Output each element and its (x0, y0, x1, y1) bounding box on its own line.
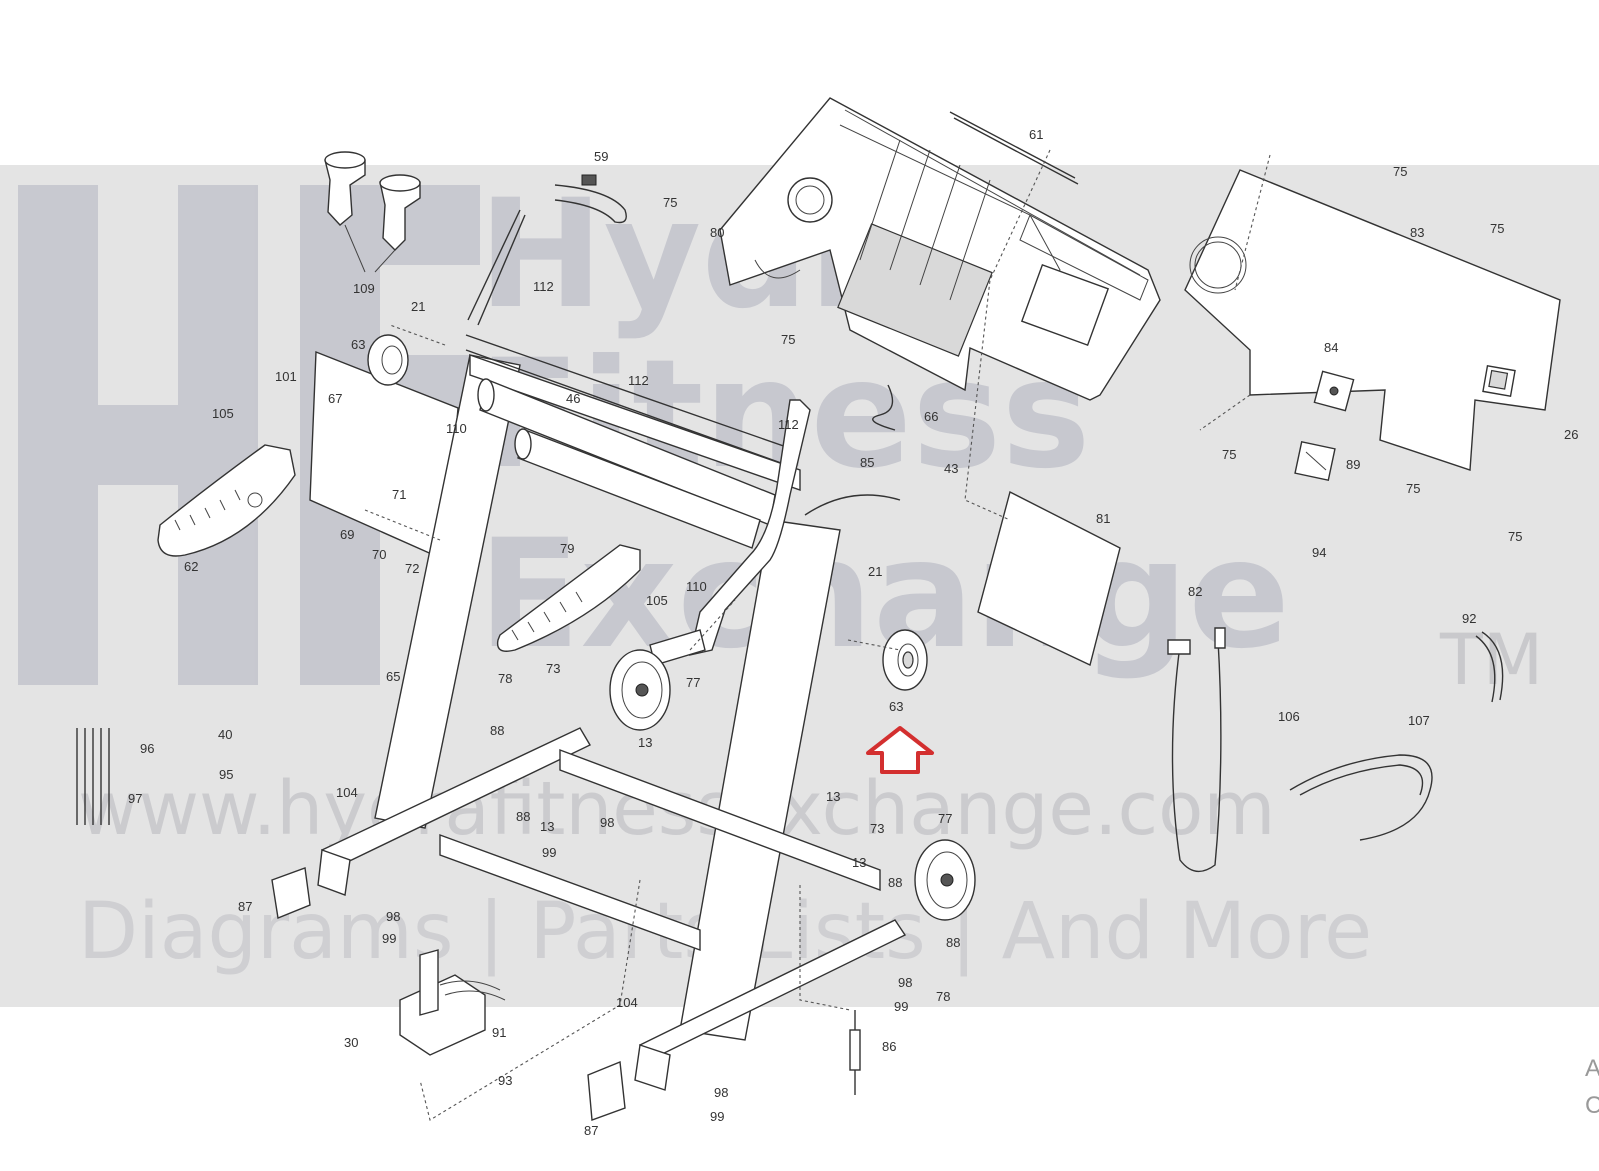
part-label: 88 (946, 935, 961, 950)
part-label: 72 (405, 561, 420, 576)
part-label: 77 (938, 811, 953, 826)
console-assembly (719, 97, 1161, 401)
watermark-trademark: TM (1440, 619, 1544, 701)
part-label: 75 (1393, 164, 1408, 179)
leader-lines (364, 149, 1271, 1121)
frame-uprights (374, 209, 841, 1041)
part-label: 112 (533, 279, 554, 294)
part-label: 13 (540, 819, 555, 834)
part-label: 75 (1222, 447, 1237, 462)
part-label: 99 (382, 931, 397, 946)
part-label: 21 (868, 564, 883, 579)
part-label: 87 (584, 1123, 599, 1138)
base-frame (317, 727, 907, 1091)
part-label: 98 (600, 815, 615, 830)
part-label: 98 (898, 975, 913, 990)
part-label: 75 (1490, 221, 1505, 236)
part-label: 104 (336, 785, 358, 800)
part-label: 104 (616, 995, 638, 1010)
part-label: 62 (184, 559, 199, 574)
part-label: 46 (566, 391, 581, 406)
part-label: 84 (1324, 340, 1339, 355)
corner-text-bottom: C (1585, 1092, 1599, 1119)
part-label: 77 (686, 675, 701, 690)
part-label: 75 (781, 332, 796, 347)
part-label: 109 (353, 281, 375, 296)
part-label: 70 (372, 547, 387, 562)
part-label: 81 (1096, 511, 1111, 526)
part-label: 43 (944, 461, 959, 476)
part-label: 63 (351, 337, 366, 352)
part-label: 95 (219, 767, 234, 782)
part-label: 94 (1312, 545, 1327, 560)
part-label: 105 (646, 593, 668, 608)
part-label: 99 (710, 1109, 725, 1124)
part-label: 88 (888, 875, 903, 890)
part-label: 86 (882, 1039, 897, 1054)
part-label: 112 (628, 373, 649, 388)
corner-text-top: A (1585, 1055, 1599, 1082)
part-label: 96 (140, 741, 155, 756)
part-label: 88 (490, 723, 505, 738)
part-label: 112 (778, 417, 799, 432)
part-label: 107 (1408, 713, 1430, 728)
part-label: 110 (686, 579, 707, 594)
part-label: 61 (1029, 127, 1044, 142)
part-label: 69 (340, 527, 355, 542)
part-label: 59 (594, 149, 609, 164)
part-label: 75 (1508, 529, 1523, 544)
part-label: 98 (386, 909, 401, 924)
part-label: 82 (1188, 584, 1203, 599)
part-label: 26 (1564, 427, 1579, 442)
part-label: 87 (238, 899, 253, 914)
part-label: 73 (870, 821, 885, 836)
part-label: 80 (710, 225, 725, 240)
wheel-lower (914, 839, 976, 921)
part-label: 67 (328, 391, 343, 406)
part-label: 75 (1406, 481, 1421, 496)
part-label: 105 (212, 406, 234, 421)
part-label: 93 (498, 1073, 513, 1088)
part-label: 40 (218, 727, 233, 742)
part-label: 110 (446, 421, 467, 436)
part-label: 21 (411, 299, 426, 314)
watermark-line-3: Exchange (478, 508, 1291, 682)
part-label: 101 (275, 369, 297, 384)
hand-grips (324, 151, 421, 251)
part-label: 75 (663, 195, 678, 210)
part-label: 89 (1346, 457, 1361, 472)
part-label: 99 (894, 999, 909, 1014)
pulley-63-upper (367, 334, 409, 386)
part-label: 73 (546, 661, 561, 676)
part-label: 79 (560, 541, 575, 556)
roller-tubes (477, 378, 776, 549)
part-label: 92 (1462, 611, 1477, 626)
part-label: 78 (936, 989, 951, 1004)
part-label: 78 (498, 671, 513, 686)
part-label: 99 (542, 845, 557, 860)
part-label: 13 (638, 735, 653, 750)
part-label: 71 (392, 487, 407, 502)
part-label: 30 (344, 1035, 359, 1050)
part-label: 13 (826, 789, 841, 804)
rear-cover-panel (1184, 169, 1561, 471)
part-label: 106 (1278, 709, 1300, 724)
part-label: 91 (492, 1025, 507, 1040)
part-label: 83 (1410, 225, 1425, 240)
part-label: 97 (128, 791, 143, 806)
highlight-arrow-icon (866, 726, 934, 774)
part-label: 65 (386, 669, 401, 684)
pulley-63 (882, 629, 928, 691)
lift-motor (399, 949, 506, 1056)
wheel-upper (609, 649, 671, 731)
part-label: 13 (852, 855, 867, 870)
part-label: 88 (516, 809, 531, 824)
part-label: 63 (889, 699, 904, 714)
part-label: 85 (860, 455, 875, 470)
part-label: 66 (924, 409, 939, 424)
part-label: 98 (714, 1085, 729, 1100)
